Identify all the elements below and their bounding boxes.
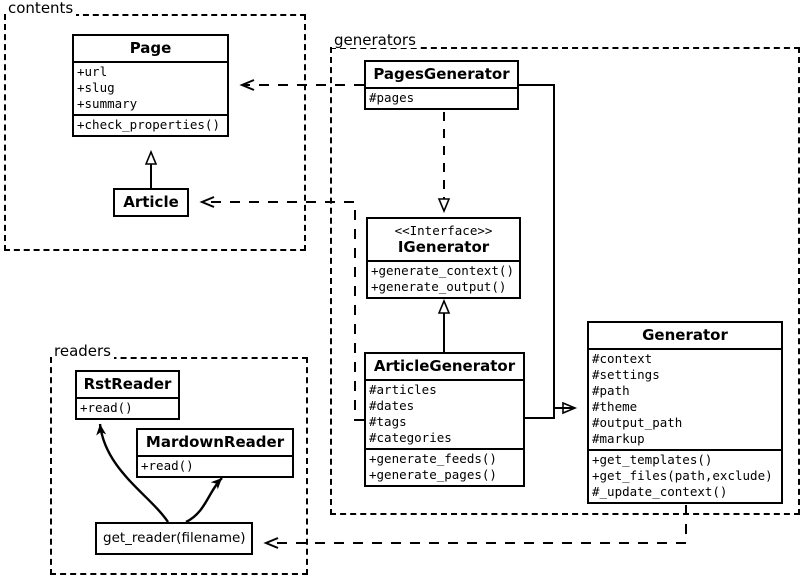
- class-article-generator-methods: +generate_feeds() +generate_pages(): [366, 448, 523, 485]
- attribute: +slug: [77, 80, 115, 95]
- attribute: #path: [592, 383, 630, 398]
- method: +get_files(path,exclude): [592, 468, 773, 483]
- class-page-attributes: +url +slug +summary: [74, 61, 227, 114]
- function-get-reader-label: get_reader(filename): [103, 530, 246, 546]
- attribute: +summary: [77, 96, 138, 111]
- class-rst-reader-name: RstReader: [83, 375, 172, 393]
- class-article-generator-name: ArticleGenerator: [373, 357, 516, 375]
- attribute: #tags: [369, 414, 407, 429]
- class-generator-methods: +get_templates() +get_files(path,exclude…: [589, 449, 781, 502]
- attribute: #output_path: [592, 415, 683, 430]
- attribute: #dates: [369, 398, 415, 413]
- class-page-name: Page: [129, 39, 172, 57]
- class-igenerator-stereotype: <<Interface>>: [394, 223, 493, 238]
- class-mardown-reader-name: MardownReader: [145, 433, 285, 451]
- method: +get_templates(): [592, 452, 713, 467]
- package-generators-label: generators: [332, 32, 419, 48]
- method: +generate_output(): [371, 279, 507, 294]
- attribute: #theme: [592, 399, 638, 414]
- class-page-methods: +check_properties(): [74, 114, 227, 135]
- package-contents-label: contents: [6, 0, 77, 16]
- class-article-generator[interactable]: ArticleGenerator #articles #dates #tags …: [364, 352, 525, 487]
- class-pages-generator[interactable]: PagesGenerator #pages: [364, 60, 519, 110]
- method: +read(): [141, 458, 194, 473]
- class-mardown-reader-methods: +read(): [138, 455, 292, 476]
- class-article-name: Article: [123, 193, 179, 211]
- class-rst-reader-methods: +read(): [77, 397, 178, 418]
- package-generators: [330, 47, 800, 515]
- attribute: #markup: [592, 431, 645, 446]
- function-get-reader[interactable]: get_reader(filename): [95, 522, 253, 555]
- class-article-generator-attributes: #articles #dates #tags #categories: [366, 379, 523, 448]
- attribute: #context: [592, 351, 653, 366]
- class-rst-reader[interactable]: RstReader +read(): [75, 370, 180, 420]
- method: +generate_pages(): [369, 467, 497, 482]
- class-igenerator-title: IGenerator: [397, 238, 490, 256]
- package-contents: [4, 14, 306, 251]
- package-readers: [50, 357, 308, 575]
- class-igenerator-methods: +generate_context() +generate_output(): [368, 260, 519, 297]
- class-igenerator-name: <<Interface>> IGenerator: [368, 219, 519, 260]
- class-pages-generator-name: PagesGenerator: [373, 65, 510, 83]
- package-readers-label: readers: [52, 343, 114, 359]
- method: #_update_context(): [592, 484, 728, 499]
- class-igenerator[interactable]: <<Interface>> IGenerator +generate_conte…: [366, 217, 521, 299]
- class-mardown-reader[interactable]: MardownReader +read(): [136, 428, 294, 478]
- attribute: +url: [77, 64, 108, 79]
- attribute: #pages: [369, 90, 415, 105]
- method: +check_properties(): [77, 117, 220, 132]
- attribute: #settings: [592, 367, 660, 382]
- class-generator-name: Generator: [642, 326, 728, 344]
- method: +read(): [80, 400, 133, 415]
- class-article[interactable]: Article: [113, 188, 189, 217]
- class-generator[interactable]: Generator #context #settings #path #them…: [587, 321, 783, 504]
- method: +generate_feeds(): [369, 451, 497, 466]
- method: +generate_context(): [371, 263, 514, 278]
- class-generator-attributes: #context #settings #path #theme #output_…: [589, 348, 781, 449]
- class-page[interactable]: Page +url +slug +summary +check_properti…: [72, 34, 229, 137]
- attribute: #categories: [369, 430, 452, 445]
- class-pages-generator-attributes: #pages: [366, 87, 517, 108]
- attribute: #articles: [369, 382, 437, 397]
